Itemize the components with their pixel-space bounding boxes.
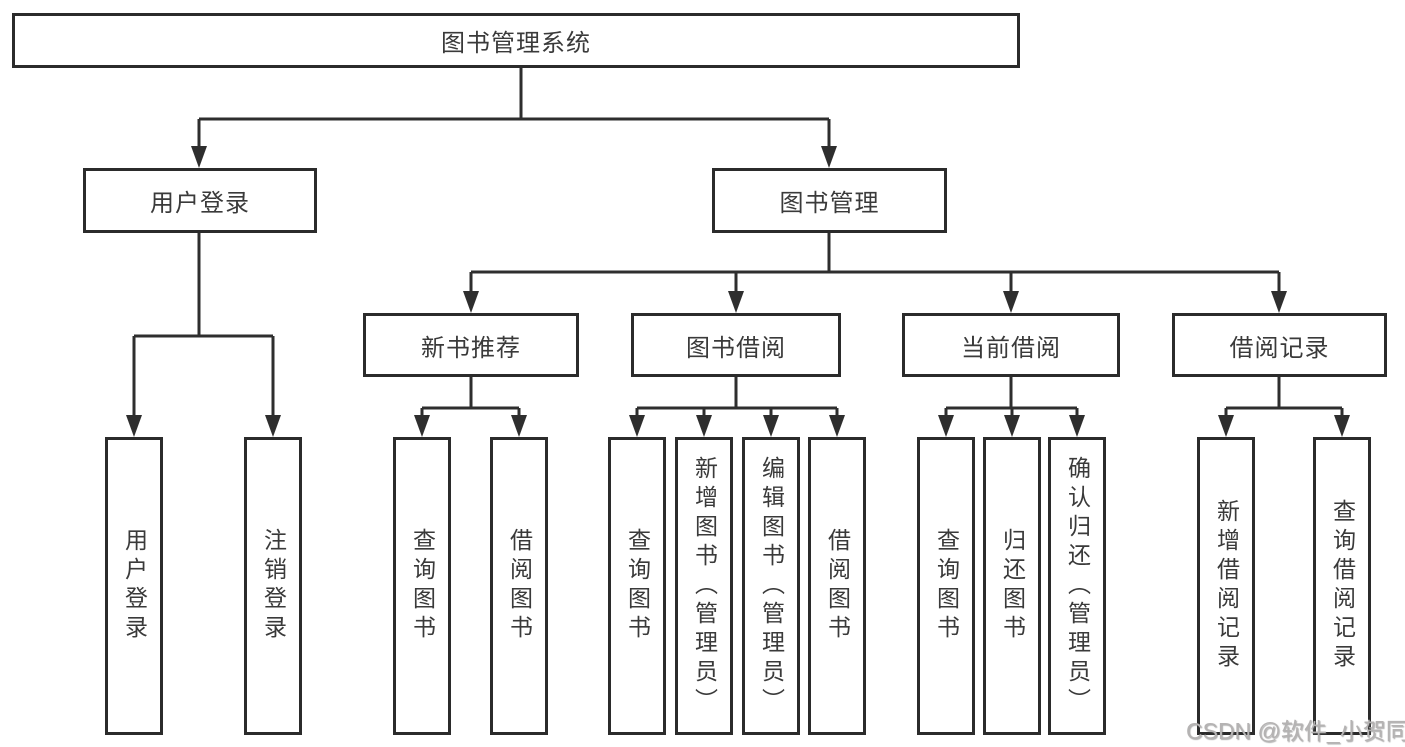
leaf-query-books: 查询图书 [608, 437, 666, 735]
node-user-login: 用户登录 [83, 168, 317, 233]
leaf-edit-book-admin: 编辑图书（管理员） [742, 437, 800, 735]
leaf-user-login: 用户登录 [105, 437, 163, 735]
node-new-book-recommendation: 新书推荐 [363, 313, 579, 377]
leaf-query-borrow-record: 查询借阅记录 [1313, 437, 1371, 735]
leaf-return-books: 归还图书 [983, 437, 1041, 735]
leaf-add-book-admin: 新增图书（管理员） [675, 437, 733, 735]
leaf-borrow-books: 借阅图书 [490, 437, 548, 735]
leaf-query-books: 查询图书 [917, 437, 975, 735]
csdn-watermark: CSDN @软件_小贺同学 [1186, 718, 1405, 744]
node-borrowing-records: 借阅记录 [1172, 313, 1387, 377]
leaf-confirm-return-admin: 确认归还（管理员） [1048, 437, 1106, 735]
node-book-management: 图书管理 [712, 168, 947, 233]
leaf-borrow-books: 借阅图书 [808, 437, 866, 735]
node-current-borrowing: 当前借阅 [902, 313, 1120, 377]
leaf-logout: 注销登录 [244, 437, 302, 735]
node-book-borrowing: 图书借阅 [631, 313, 841, 377]
leaf-query-books: 查询图书 [393, 437, 451, 735]
node-library-management-system: 图书管理系统 [12, 13, 1020, 68]
leaf-add-borrow-record: 新增借阅记录 [1197, 437, 1255, 735]
